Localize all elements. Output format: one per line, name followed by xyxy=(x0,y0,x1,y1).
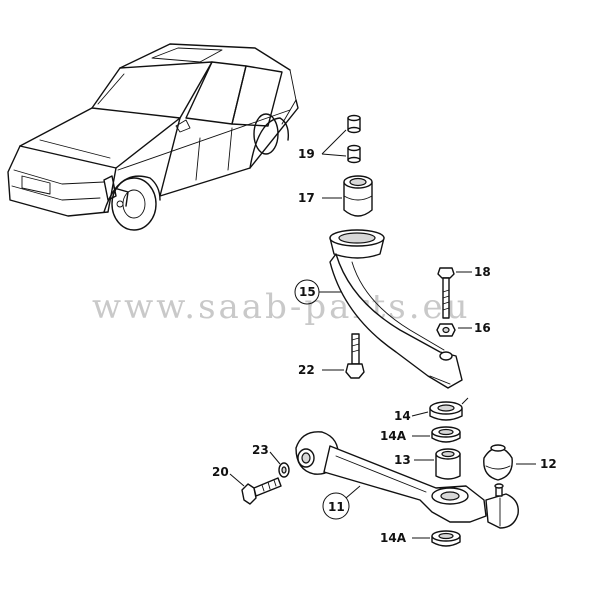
bolt-22[interactable] xyxy=(345,333,365,379)
callout-19: 19 xyxy=(298,147,315,161)
callout-12: 12 xyxy=(540,457,557,471)
nut-16[interactable] xyxy=(436,323,456,337)
bushing-pair-19[interactable] xyxy=(347,114,361,164)
callout-18: 18 xyxy=(474,265,491,279)
callout-20: 20 xyxy=(212,465,229,479)
callout-15: 15 xyxy=(299,285,316,299)
rubber-bush-17[interactable] xyxy=(343,175,373,217)
watermark-text: www.saab-parts.eu xyxy=(92,287,471,327)
callout-17: 17 xyxy=(298,191,315,205)
callout-11: 11 xyxy=(328,500,345,514)
bolt-20[interactable] xyxy=(241,477,282,505)
callout-13: 13 xyxy=(394,453,411,467)
car-illustration xyxy=(7,43,299,231)
spring-washer-23[interactable] xyxy=(278,462,290,478)
callout-23: 23 xyxy=(252,443,269,457)
washer-14a-top[interactable] xyxy=(431,426,461,443)
callout-14a-top: 14A xyxy=(380,429,407,443)
upper-control-arm-15[interactable] xyxy=(329,229,463,389)
bush-13[interactable] xyxy=(435,448,461,480)
callout-22: 22 xyxy=(298,363,315,377)
callout-14: 14 xyxy=(394,409,411,423)
rubber-boot-12[interactable] xyxy=(483,444,513,481)
washer-14a-bottom[interactable] xyxy=(431,530,461,547)
bolt-18[interactable] xyxy=(437,267,455,319)
spring-washer-14[interactable] xyxy=(429,401,463,421)
lower-control-arm-11[interactable] xyxy=(295,431,519,529)
callout-14a-bottom: 14A xyxy=(380,531,407,545)
callout-16: 16 xyxy=(474,321,491,335)
